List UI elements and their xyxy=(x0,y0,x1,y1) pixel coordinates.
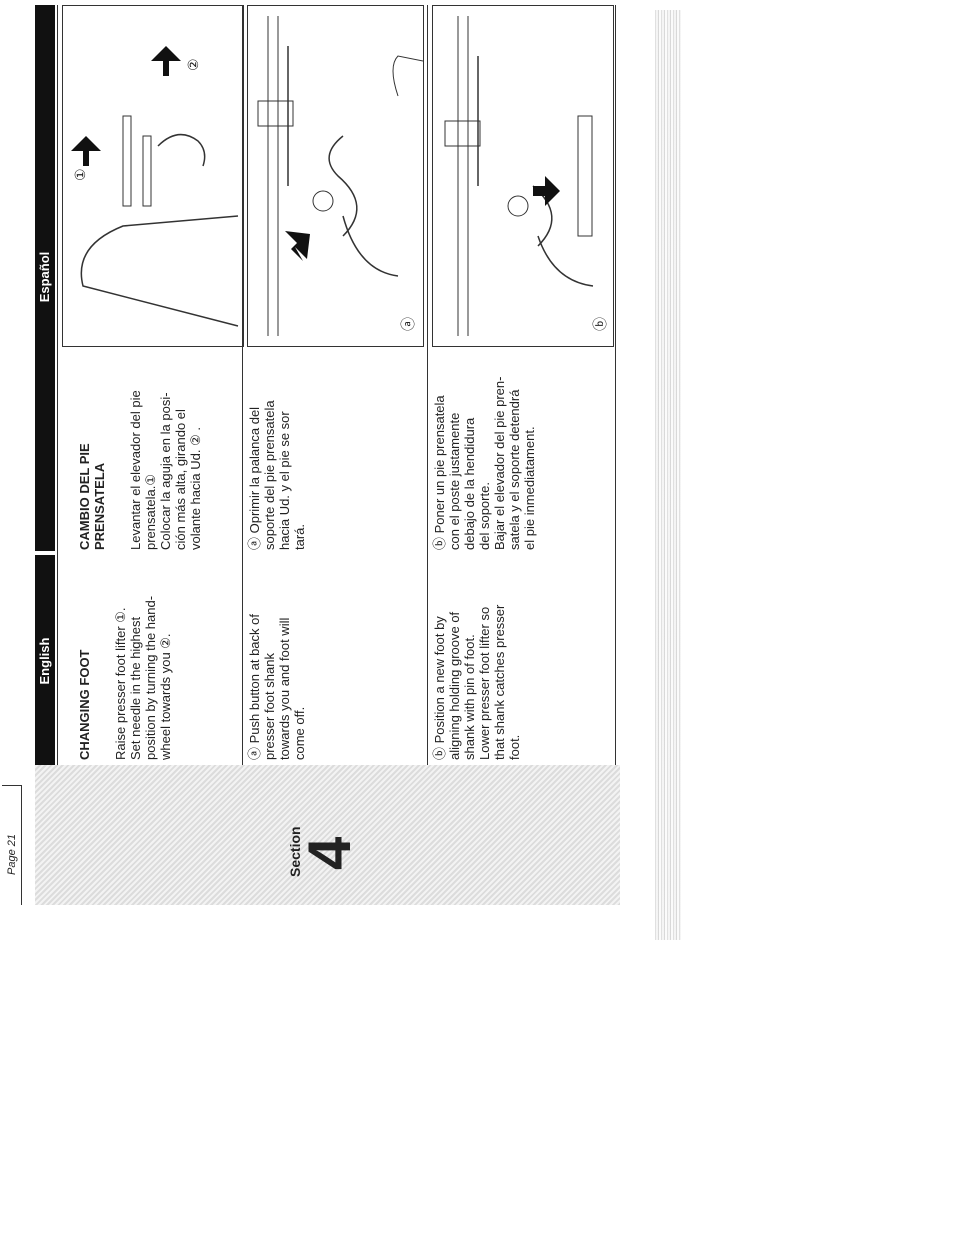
figure-3-illustration: ⓑ xyxy=(444,16,608,336)
block1-english: CHANGING FOOT Raise presser foot lifter … xyxy=(62,555,188,760)
rotated-page: Page 21 Section 4 English Español CHANGI… xyxy=(0,5,620,905)
english-header: English xyxy=(35,557,55,765)
block2-espanol: ⓐ Oprimir la palanca del soporte del pie… xyxy=(247,400,307,550)
block1-en-text: Raise presser foot lifter ①. Set needle … xyxy=(113,595,173,760)
block1-es-text: Levantar el elevador del pie prensatela.… xyxy=(128,390,203,550)
block2-english: ⓐ Push button at back of presser foot sh… xyxy=(247,614,307,760)
header-divider xyxy=(35,549,55,557)
bottom-rule xyxy=(615,5,616,765)
figure-1-label-1: ① xyxy=(72,168,88,181)
section-marker: Section 4 xyxy=(35,765,620,905)
section-number: 4 xyxy=(296,836,363,870)
figure-1: ① ② xyxy=(62,5,244,347)
figure-3: ⓑ xyxy=(432,5,614,347)
block1-es-title: CAMBIO DEL PIE PRENSATELA xyxy=(77,443,107,550)
block3-espanol: ⓑ Poner un pie prensatela con el poste j… xyxy=(432,376,537,550)
figure-2-illustration: ⓐ xyxy=(257,16,423,336)
divider-2 xyxy=(427,5,428,765)
espanol-header: Español xyxy=(35,5,55,549)
page-number: Page 21 xyxy=(2,785,22,905)
block1-espanol: CAMBIO DEL PIE PRENSATELA Levantar el el… xyxy=(62,350,218,550)
figure-1-illustration: ① ② xyxy=(71,46,239,327)
figure-1-label-2: ② xyxy=(185,58,201,71)
divider-1 xyxy=(242,5,243,765)
figure-2-label: ⓐ xyxy=(400,317,416,331)
top-rule xyxy=(57,5,58,765)
figure-2: ⓐ xyxy=(247,5,424,347)
block3-english: ⓑ Position a new foot by aligning holdin… xyxy=(432,604,522,760)
block1-en-title: CHANGING FOOT xyxy=(77,649,92,761)
figure-3-label: ⓑ xyxy=(592,317,608,331)
scan-edge-shadow xyxy=(655,10,681,940)
